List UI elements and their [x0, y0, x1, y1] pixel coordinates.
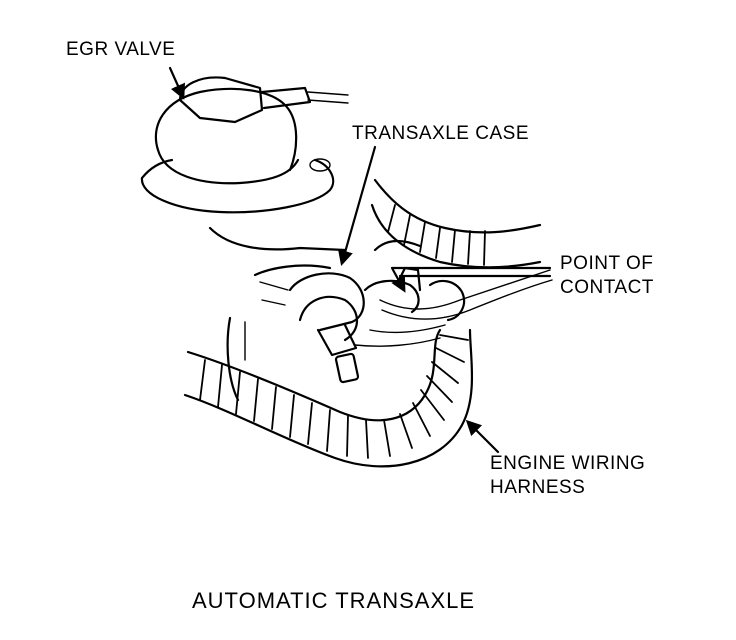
engine-wiring-harness-label-line2: HARNESS: [490, 477, 586, 498]
point-of-contact-drawing: [354, 266, 553, 347]
point-of-contact-label-line1: POINT OF: [560, 253, 654, 274]
figure-caption: AUTOMATIC TRANSAXLE: [192, 588, 476, 613]
leader-arrows: [168, 66, 552, 454]
point-of-contact-arrow-upper: [390, 266, 552, 293]
egr-valve-arrow: [168, 66, 185, 100]
transaxle-case-arrow: [337, 145, 377, 266]
point-of-contact-label-line2: CONTACT: [560, 277, 654, 298]
wiring-harness-arrow: [465, 419, 500, 454]
transaxle-case-drawing: [208, 226, 365, 402]
engine-wiring-harness-label-line1: ENGINE WIRING: [490, 453, 646, 474]
egr-valve-drawing: [140, 76, 349, 214]
transaxle-case-label: TRANSAXLE CASE: [352, 123, 529, 144]
engine-wiring-harness-drawing: [183, 328, 474, 468]
egr-valve-label: EGR VALVE: [66, 39, 176, 60]
upper-hose-drawing: [370, 178, 542, 269]
